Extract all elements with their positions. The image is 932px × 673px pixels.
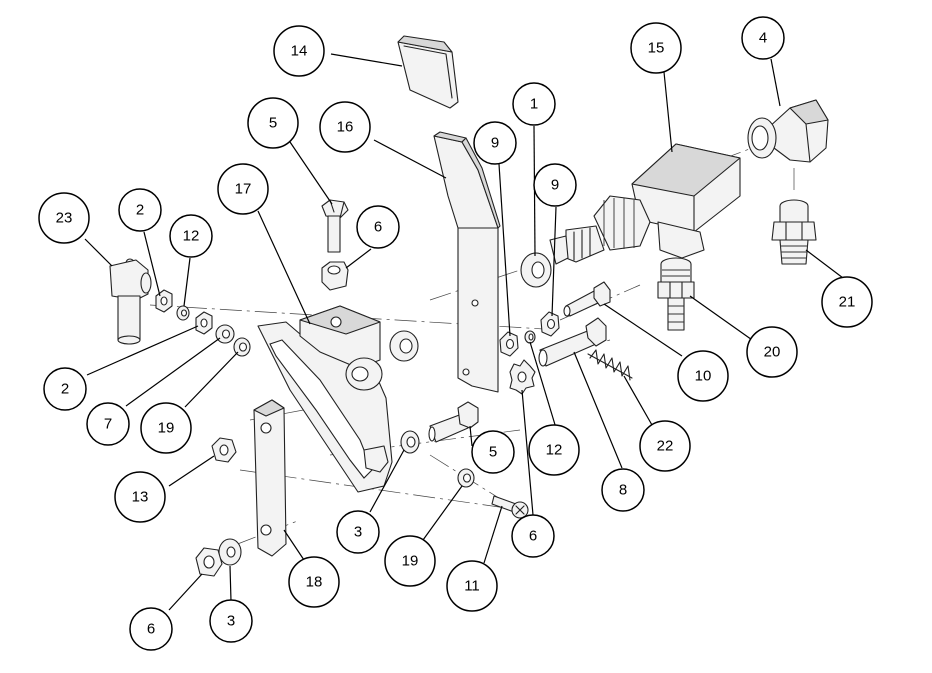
callout-14-label: 14 xyxy=(291,43,308,60)
callout-9-left-label: 9 xyxy=(491,135,499,152)
callout-9-right: 9 xyxy=(533,163,577,207)
callout-6-top: 6 xyxy=(356,205,400,249)
callout-6-right-label: 6 xyxy=(529,528,537,545)
callout-bubbles: 14 5 16 9 1 15 4 9 xyxy=(38,16,873,651)
callout-12-right-label: 12 xyxy=(546,442,563,459)
callout-8: 8 xyxy=(601,468,645,512)
callout-7: 7 xyxy=(86,402,130,446)
part-16-lever xyxy=(433,131,501,393)
part-19-washer-lower xyxy=(457,468,475,488)
part-22-spring xyxy=(587,349,633,381)
callout-5-top: 5 xyxy=(247,97,299,149)
callout-22-label: 22 xyxy=(657,438,674,455)
callout-17-label: 17 xyxy=(235,181,252,198)
part-11-screw xyxy=(491,495,529,519)
callout-15: 15 xyxy=(630,22,682,74)
callout-22: 22 xyxy=(639,420,691,472)
callout-2-upper-label: 2 xyxy=(136,202,144,219)
callout-23: 23 xyxy=(38,192,90,244)
callout-13-label: 13 xyxy=(132,489,149,506)
part-6-nut-bottom xyxy=(195,547,223,577)
part-4-elbow xyxy=(747,99,829,163)
callout-19-lower: 19 xyxy=(384,535,436,587)
callout-5-top-label: 5 xyxy=(269,115,277,132)
part-21-fitting xyxy=(771,199,817,265)
part-9-nut-upper xyxy=(540,311,560,337)
callout-15-label: 15 xyxy=(648,40,665,57)
part-2-nut-lower xyxy=(195,311,213,335)
part-6-star-nut xyxy=(509,359,536,395)
callout-21: 21 xyxy=(821,276,873,328)
callout-21-label: 21 xyxy=(839,294,856,311)
callout-1: 1 xyxy=(512,82,556,126)
callout-9-right-label: 9 xyxy=(551,177,559,194)
callout-1-label: 1 xyxy=(530,96,538,113)
callout-14: 14 xyxy=(273,25,325,77)
callout-16: 16 xyxy=(319,101,371,153)
part-14-pad xyxy=(397,35,459,109)
callout-6-bottom-label: 6 xyxy=(147,621,155,638)
callout-19-left-label: 19 xyxy=(158,420,175,437)
part-12-lockwasher-left xyxy=(176,305,190,321)
part-19-washer-left xyxy=(233,337,251,357)
callout-4-label: 4 xyxy=(759,30,767,47)
callout-2-upper: 2 xyxy=(118,188,162,232)
callout-23-label: 23 xyxy=(56,210,73,227)
part-13-nut xyxy=(211,437,237,463)
part-8-bolt xyxy=(538,317,607,367)
callout-11-label: 11 xyxy=(464,578,480,595)
part-10-bolt xyxy=(563,281,611,317)
callout-4: 4 xyxy=(741,16,785,60)
callout-12-left-label: 12 xyxy=(183,228,200,245)
part-17-bracket xyxy=(257,305,393,493)
part-12-lockwasher-right xyxy=(524,330,536,344)
part-18-link xyxy=(253,399,287,557)
callout-18-label: 18 xyxy=(306,574,323,591)
callout-12-right: 12 xyxy=(528,424,580,476)
callout-12-left: 12 xyxy=(169,214,213,258)
callout-2-lower: 2 xyxy=(43,367,87,411)
callout-19-left: 19 xyxy=(140,402,192,454)
part-23-ball-joint xyxy=(109,258,152,345)
callout-3-lower: 3 xyxy=(209,599,253,643)
callout-20-label: 20 xyxy=(764,344,781,361)
callout-6-bottom: 6 xyxy=(129,607,173,651)
callout-18: 18 xyxy=(288,556,340,608)
callout-3-mid-label: 3 xyxy=(354,524,362,541)
callout-11: 11 xyxy=(446,560,498,612)
part-6-nut-top xyxy=(321,261,349,291)
callout-5-lower: 5 xyxy=(471,430,515,474)
part-3-washer-mid xyxy=(400,430,420,454)
part-2-nut-upper xyxy=(155,289,173,313)
callout-6-right: 6 xyxy=(511,514,555,558)
part-15-valve xyxy=(549,143,741,265)
callout-10: 10 xyxy=(677,350,729,402)
callout-9-left: 9 xyxy=(473,121,517,165)
callout-5-lower-label: 5 xyxy=(489,444,497,461)
callout-2-lower-label: 2 xyxy=(61,381,69,398)
part-5-bolt-top xyxy=(321,199,349,253)
part-9-nut-lower xyxy=(499,331,519,357)
callout-13: 13 xyxy=(114,471,166,523)
callout-8-label: 8 xyxy=(619,482,627,499)
part-1-washer xyxy=(520,252,552,288)
callout-6-top-label: 6 xyxy=(374,219,382,236)
callout-10-label: 10 xyxy=(695,368,712,385)
callout-3-lower-label: 3 xyxy=(227,613,235,630)
part-7-washer xyxy=(215,324,235,344)
part-3-washer-lower xyxy=(218,538,242,566)
callout-17: 17 xyxy=(217,163,269,215)
spacer-washer xyxy=(389,330,419,362)
callout-7-label: 7 xyxy=(104,416,112,433)
callout-3-mid: 3 xyxy=(336,510,380,554)
callout-16-label: 16 xyxy=(337,119,354,136)
part-20-hose-barb xyxy=(657,257,695,331)
callout-19-lower-label: 19 xyxy=(402,553,419,570)
leader-lines xyxy=(84,53,848,611)
callout-20: 20 xyxy=(746,326,798,378)
part-5-bolt-lower xyxy=(428,401,479,443)
